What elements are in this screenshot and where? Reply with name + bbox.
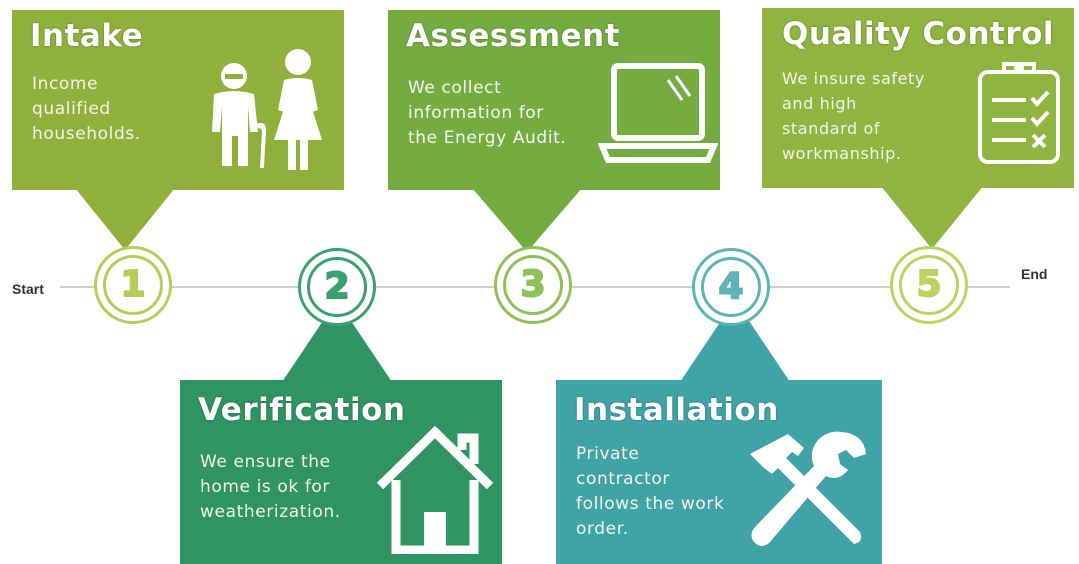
intake-pointer: [75, 188, 175, 250]
installation-description-line: order.: [576, 519, 629, 539]
intake-description: Income qualified households.: [32, 72, 141, 147]
house-icon: [376, 425, 494, 554]
checklist-icon: [978, 62, 1060, 164]
laptop-icon: [598, 63, 718, 163]
quality-control-box: Quality Control We insure safety and hig…: [762, 8, 1074, 188]
assessment-box: Assessment We collect information for th…: [388, 10, 720, 190]
verification-description-line: home is ok for: [200, 477, 331, 497]
verification-description-line: We ensure the: [200, 452, 331, 472]
intake-title: Intake: [30, 18, 144, 54]
assessment-description-line: information for: [408, 103, 544, 123]
verification-description-line: weatherization.: [200, 502, 341, 522]
quality-control-pointer: [880, 185, 984, 249]
intake-box: Intake Income qualified households.: [12, 10, 344, 190]
quality-control-description-line: workmanship.: [782, 144, 902, 163]
installation-box: Installation Private contractor follows …: [556, 380, 882, 564]
assessment-pointer: [472, 188, 582, 252]
assessment-description-line: the Energy Audit.: [408, 128, 567, 148]
intake-description-line: households.: [32, 124, 141, 144]
quality-control-description-line: and high: [782, 94, 857, 113]
timeline-end-label: End: [1021, 266, 1048, 282]
step-2-number: 2: [323, 266, 350, 307]
verification-title: Verification: [198, 392, 406, 428]
step-3-circle: 3: [494, 246, 572, 324]
step-1-circle: 1: [94, 246, 172, 324]
installation-title: Installation: [574, 392, 779, 428]
step-1-number: 1: [119, 264, 146, 305]
intake-description-line: Income: [32, 74, 99, 94]
timeline-start-label: Start: [12, 281, 44, 297]
step-5-number: 5: [915, 264, 942, 305]
assessment-description-line: We collect: [408, 78, 502, 98]
quality-control-title: Quality Control: [782, 16, 1055, 52]
quality-control-description-line: standard of: [782, 119, 881, 138]
installation-description-line: Private: [576, 444, 640, 464]
step-3-number: 3: [519, 264, 546, 305]
assessment-description: We collect information for the Energy Au…: [408, 76, 566, 151]
installation-description-line: contractor: [576, 469, 670, 489]
installation-description: Private contractor follows the work orde…: [576, 442, 724, 542]
hammer-wrench-icon: [750, 431, 866, 546]
elderly-couple-icon: [212, 49, 322, 170]
assessment-title: Assessment: [406, 18, 621, 54]
step-4-number: 4: [717, 266, 744, 307]
verification-box: Verification We ensure the home is ok fo…: [180, 380, 502, 564]
quality-control-description: We insure safety and high standard of wo…: [782, 66, 925, 166]
step-4-circle: 4: [692, 248, 770, 326]
installation-description-line: follows the work: [576, 494, 725, 514]
quality-control-description-line: We insure safety: [782, 69, 925, 88]
intake-description-line: qualified: [32, 99, 111, 119]
verification-description: We ensure the home is ok for weatherizat…: [200, 450, 341, 525]
step-2-circle: 2: [298, 248, 376, 326]
step-5-circle: 5: [890, 246, 968, 324]
